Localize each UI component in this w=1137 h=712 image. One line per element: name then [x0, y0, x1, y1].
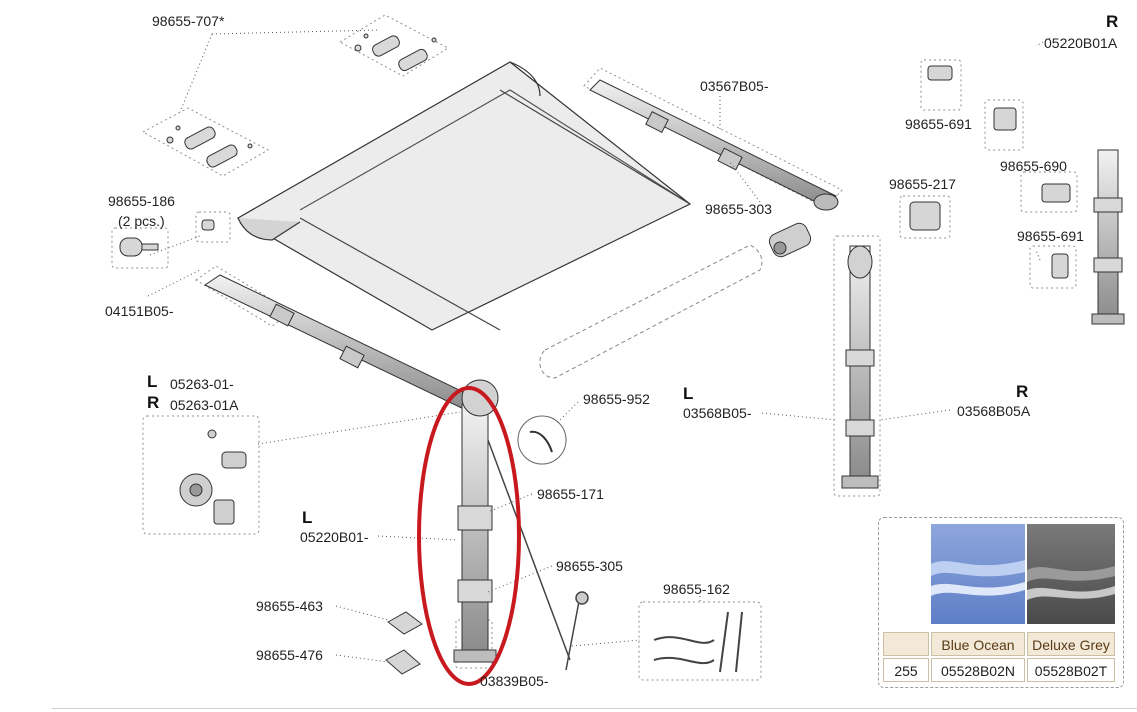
middle-leg	[841, 245, 879, 489]
table-header-deluxe-grey: Deluxe Grey	[1027, 632, 1115, 656]
label-98655-952: 98655-952	[583, 391, 650, 407]
fabric-swatch-panel: Blue Ocean Deluxe Grey 255 05528B02N 055…	[878, 517, 1124, 688]
label-98655-476: 98655-476	[256, 647, 323, 663]
label-05220B01: 05220B01-	[300, 529, 369, 545]
group-box-217	[899, 195, 951, 239]
group-box-690	[984, 99, 1024, 151]
small-parts-right	[909, 65, 1071, 279]
table-code: 255	[883, 658, 929, 682]
right-arm-tube	[589, 79, 839, 211]
group-box-162	[638, 601, 762, 681]
label-98655-463: 98655-463	[256, 598, 323, 614]
awning-canopy	[236, 61, 692, 331]
bracket-hardware-707	[166, 33, 437, 168]
table-part-deluxe-grey: 05528B02T	[1027, 658, 1115, 682]
label-98655-691-bottom: 98655-691	[1017, 228, 1084, 244]
group-box-03568	[833, 235, 881, 497]
rope-pegs-162	[653, 611, 743, 673]
label-98655-186: 98655-186	[108, 193, 175, 209]
group-box-186-screw	[195, 211, 231, 243]
label-98655-303: 98655-303	[705, 201, 772, 217]
side-marker-right: R	[147, 393, 160, 412]
label-98655-217: 98655-217	[889, 176, 956, 192]
group-box-691b	[1029, 245, 1077, 289]
group-box-707-top	[338, 14, 450, 77]
swatch-blue-ocean-waves	[931, 560, 1025, 596]
label-98655-707: 98655-707*	[152, 13, 225, 29]
label-03839B05: 03839B05-	[480, 673, 549, 689]
swatch-deluxe-grey-waves	[1027, 566, 1115, 600]
group-box-186-cap	[111, 227, 169, 269]
brace-rod	[487, 439, 589, 671]
side-marker-left: L	[147, 372, 158, 391]
group-box-04151	[195, 265, 293, 327]
label-98655-186-qty: (2 pcs.)	[118, 213, 165, 229]
table-header-blue-ocean: Blue Ocean	[931, 632, 1025, 656]
detail-952	[517, 415, 567, 465]
cap-186	[119, 219, 215, 257]
end-cap-303	[768, 222, 812, 258]
left-leg	[453, 379, 499, 663]
side-marker-right-leg: R	[1016, 382, 1029, 401]
label-03568B05: 03568B05-	[683, 405, 752, 421]
label-98655-162: 98655-162	[663, 581, 730, 597]
side-marker-left-leg: L	[683, 384, 694, 403]
roller-tube-outline	[539, 244, 763, 379]
label-05263-01: 05263-01-	[170, 376, 234, 392]
right-leg	[1091, 149, 1125, 325]
group-box-690b	[1020, 171, 1078, 213]
table-header-blank	[883, 632, 929, 656]
group-box-03567	[583, 67, 843, 209]
label-98655-690: 98655-690	[1000, 158, 1067, 174]
group-box-707-bottom	[141, 107, 270, 177]
mount-hardware-05263	[179, 429, 247, 525]
bottom-divider	[52, 708, 1137, 709]
side-marker-right-top: R	[1106, 12, 1119, 31]
swatch-blue-ocean	[931, 524, 1025, 624]
label-03568B05A: 03568B05A	[957, 403, 1031, 419]
label-03567B05: 03567B05-	[700, 78, 769, 94]
label-98655-171: 98655-171	[537, 486, 604, 502]
table-part-blue-ocean: 05528B02N	[931, 658, 1025, 682]
foot-brackets	[385, 611, 423, 675]
label-04151B05: 04151B05-	[105, 303, 174, 319]
label-98655-691-top: 98655-691	[905, 116, 972, 132]
side-marker-left-arm: L	[302, 508, 313, 527]
label-05220B01A: 05220B01A	[1044, 35, 1118, 51]
group-box-691a	[920, 59, 962, 111]
label-98655-305: 98655-305	[556, 558, 623, 574]
swatch-deluxe-grey	[1027, 524, 1115, 624]
label-05263-01A: 05263-01A	[170, 397, 239, 413]
highlight-ellipse	[417, 386, 521, 686]
